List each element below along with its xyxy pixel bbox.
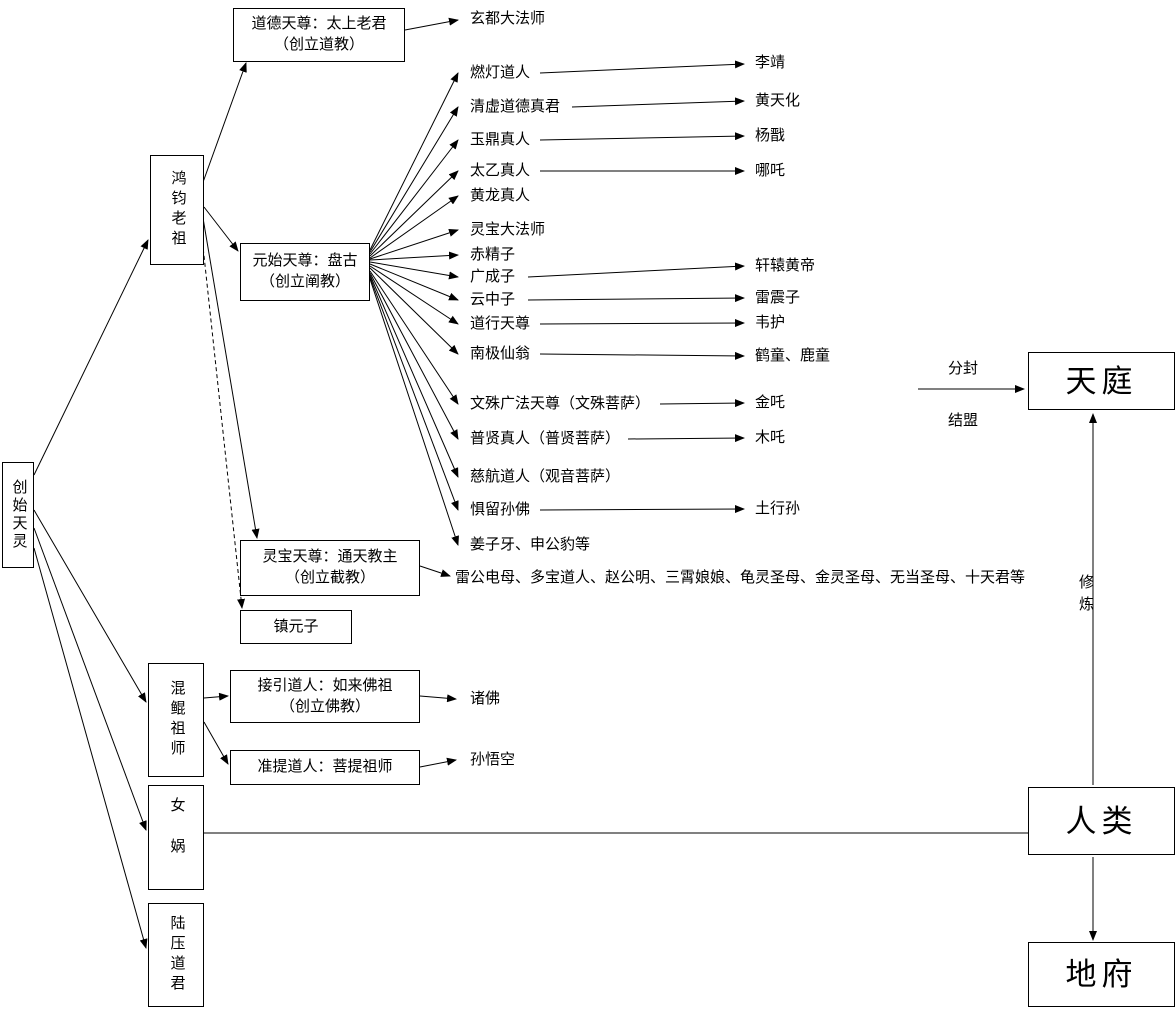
node-renlei: 人类 (1028, 787, 1175, 855)
node-daode-tianzun: 道德天尊：太上老君 （创立道教） (233, 8, 405, 62)
label-muzha: 木吒 (755, 430, 786, 446)
node-daode-subtitle: （创立道教） (273, 37, 364, 53)
node-zhenyuanzi: 镇元子 (240, 610, 352, 644)
label-tuxingsun: 土行孙 (755, 501, 801, 517)
node-chuangshi-tianling: 创始天灵 (2, 462, 34, 568)
label-chijingzi: 赤精子 (470, 247, 516, 263)
node-difu: 地府 (1028, 942, 1175, 1007)
label-fenfeng: 分封 (948, 361, 979, 377)
node-luya-daojun: 陆压道君 (148, 903, 204, 1007)
node-lingbao-tianzun: 灵宝天尊：通天教主 （创立截教） (240, 540, 420, 596)
label-juliusun-fo: 惧留孙佛 (470, 502, 531, 518)
label-lijing: 李靖 (755, 55, 786, 71)
label-cihang-daoren: 慈航道人（观音菩萨） (470, 469, 621, 485)
label-nezha: 哪吒 (755, 163, 786, 179)
label-xuanyuan-huangdi: 轩辕黄帝 (755, 258, 816, 274)
node-nuwa: 女娲 (148, 785, 204, 890)
label-hetong-lutong: 鹤童、鹿童 (755, 348, 831, 364)
label-yunzhongzi: 云中子 (470, 292, 516, 308)
label-yangjian: 杨戬 (755, 128, 786, 144)
label-zhufo: 诸佛 (470, 691, 501, 707)
label-xiulian: 修炼 (1077, 574, 1093, 618)
label-randeng-daoren: 燃灯道人 (470, 65, 531, 81)
node-tianting: 天庭 (1028, 352, 1175, 410)
node-yuanshi-title: 元始天尊：盘古 (252, 253, 358, 269)
label-huangtianhua: 黄天化 (755, 93, 801, 109)
node-jieyin-title: 接引道人：如来佛祖 (257, 677, 393, 694)
label-jiejiao-disciples: 雷公电母、多宝道人、赵公明、三霄娘娘、龟灵圣母、金灵圣母、无当圣母、十天君等 (455, 570, 1026, 586)
node-daode-title: 道德天尊：太上老君 (251, 16, 387, 32)
node-lingbao-subtitle: （创立截教） (284, 570, 375, 586)
label-wenshu-guangfa-tianzun: 文殊广法天尊（文殊菩萨） (470, 396, 651, 412)
label-xuandu-dafashi: 玄都大法师 (470, 11, 546, 27)
label-weihu: 韦护 (755, 315, 786, 331)
label-qingxu-daode-zhenjun: 清虚道德真君 (470, 99, 561, 115)
label-sunwukong: 孙悟空 (470, 752, 516, 768)
node-yuanshi-tianzun: 元始天尊：盘古 （创立阐教） (240, 243, 370, 301)
label-taiyi-zhenren: 太乙真人 (470, 163, 531, 179)
node-zhunti-daoren: 准提道人：菩提祖师 (230, 750, 420, 785)
label-huanglong-zhenren: 黄龙真人 (470, 188, 531, 204)
node-jieyin-subtitle: （创立佛教） (279, 698, 370, 715)
label-lingbao-dafashi: 灵宝大法师 (470, 222, 546, 238)
node-hongjun-laozu: 鸿钧老祖 (150, 155, 204, 265)
label-nanji-xianweng: 南极仙翁 (470, 346, 531, 362)
label-leizhenzi: 雷震子 (755, 290, 801, 306)
node-lingbao-title: 灵宝天尊：通天教主 (262, 549, 398, 565)
label-jinzha: 金吒 (755, 395, 786, 411)
node-jieyin-daoren: 接引道人：如来佛祖 （创立佛教） (230, 670, 420, 723)
label-guangchengzi: 广成子 (470, 269, 516, 285)
node-yuanshi-subtitle: （创立阐教） (259, 274, 350, 290)
label-yuding-zhenren: 玉鼎真人 (470, 132, 531, 148)
node-hunkun-zushi: 混鲲祖师 (148, 663, 204, 777)
label-daoxing-tianzun: 道行天尊 (470, 316, 531, 332)
label-jiemeng: 结盟 (948, 413, 979, 429)
label-puxian-zhenren: 普贤真人（普贤菩萨） (470, 431, 621, 447)
label-jiangziya-shengongbao: 姜子牙、申公豹等 (470, 537, 591, 553)
